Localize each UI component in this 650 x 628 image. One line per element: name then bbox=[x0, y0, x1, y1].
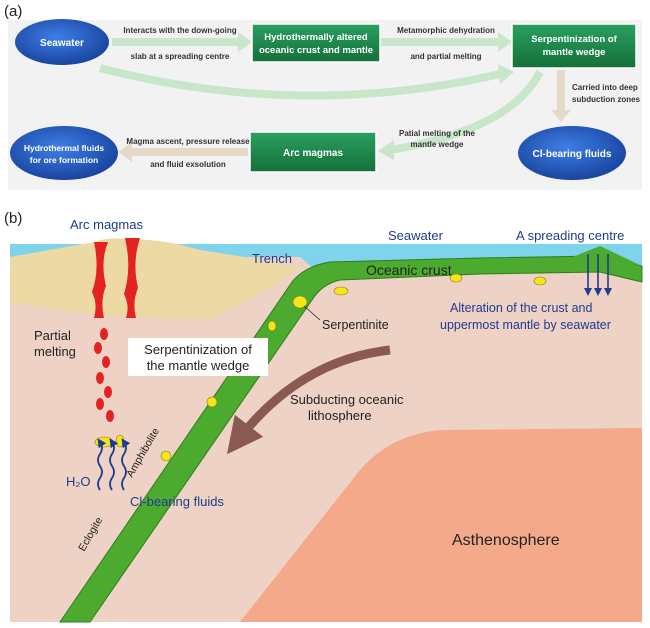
serpentinite-blob bbox=[533, 276, 547, 286]
serpentinite-blob bbox=[206, 396, 218, 408]
label-oceanic-crust: Oceanic crust bbox=[366, 262, 452, 278]
label-partial-melting-line2: melting bbox=[34, 344, 76, 359]
panel-a-label: (a) bbox=[4, 3, 22, 20]
node-arc-label: Arc magmas bbox=[283, 148, 343, 159]
label-cl-fluids: Cl-bearing fluids bbox=[130, 494, 224, 509]
label-partial-melting-line1: Partial bbox=[34, 328, 71, 343]
panel-b-label: (b) bbox=[4, 210, 22, 227]
edge1-line1: Interacts with the down-going bbox=[123, 26, 236, 35]
label-serp-wedge-line1: Serpentinization of bbox=[144, 342, 252, 357]
magma-droplet bbox=[100, 328, 108, 340]
label-h2o: H₂O bbox=[66, 474, 91, 489]
arrow-serp-to-fluids-head bbox=[551, 110, 571, 122]
serpentinite-blob bbox=[160, 450, 172, 462]
arrow-serp-to-arc bbox=[389, 70, 544, 154]
edge4-line2: mantle wedge bbox=[411, 140, 464, 149]
spreading-ridge bbox=[560, 246, 642, 266]
arrow-arc-to-ore-head bbox=[118, 142, 132, 162]
magma-conduit-1 bbox=[92, 242, 108, 318]
label-alteration-line2: uppermost mantle by seawater bbox=[440, 318, 611, 332]
arrow-serp-to-arc-head bbox=[378, 140, 394, 160]
subduction-direction-arrow bbox=[226, 345, 391, 455]
label-trench: Trench bbox=[252, 251, 292, 266]
cross-section bbox=[10, 238, 643, 623]
edge3-line2: subduction zones bbox=[572, 95, 641, 104]
asthenosphere-area bbox=[240, 428, 642, 622]
serp-wedge-label-box bbox=[128, 338, 268, 376]
panel-a-arrows bbox=[98, 32, 571, 162]
node-serp-line1: Serpentinization of bbox=[531, 34, 617, 45]
magma-droplet bbox=[102, 356, 110, 368]
node-altered-crust bbox=[251, 23, 381, 63]
serpentinite-blob bbox=[115, 434, 125, 448]
label-alteration-line1: Alteration of the crust and bbox=[450, 301, 592, 315]
node-ore-line2: for ore formation bbox=[30, 155, 98, 165]
magma-droplet bbox=[104, 386, 112, 398]
magma-conduit-2 bbox=[124, 238, 140, 318]
arrow-seawater-to-altered-head bbox=[238, 32, 252, 52]
node-ore-line1: Hydrothermal fluids bbox=[24, 143, 105, 153]
serpentinite-blob bbox=[333, 286, 349, 296]
node-serp-line2: mantle wedge bbox=[543, 47, 606, 58]
label-seawater: Seawater bbox=[388, 228, 444, 243]
magma-droplet bbox=[106, 410, 114, 422]
edge3-line1: Carried into deep bbox=[572, 83, 638, 92]
magma-droplet bbox=[94, 342, 102, 354]
fluid-arrow bbox=[109, 438, 119, 491]
node-seawater bbox=[15, 19, 109, 65]
edge2-line2: and partial melting bbox=[410, 52, 481, 61]
label-asthenosphere: Asthenosphere bbox=[452, 532, 560, 549]
arrow-serp-to-fluids bbox=[557, 70, 565, 112]
label-spreading-centre: A spreading centre bbox=[516, 228, 624, 243]
node-altered-line2: oceanic crust and mantle bbox=[259, 45, 373, 56]
label-subducting-line2: lithosphere bbox=[308, 408, 372, 423]
arrow-seawater-to-serp bbox=[98, 64, 501, 100]
arrow-seawater-to-altered bbox=[112, 38, 240, 46]
label-subducting-line1: Subducting oceanic bbox=[290, 392, 404, 407]
magma-droplet bbox=[96, 372, 104, 384]
serpentinite-blob bbox=[267, 320, 277, 332]
node-cl-fluids bbox=[518, 126, 626, 180]
label-serp-wedge-line2: the mantle wedge bbox=[147, 358, 250, 373]
edge5-line1: Magma ascent, pressure release bbox=[126, 137, 250, 146]
label-serpentinite: Serpentinite bbox=[322, 318, 389, 332]
serpentinite-blob bbox=[449, 273, 463, 283]
edge2-line1: Metamorphic dehydration bbox=[397, 26, 495, 35]
fluid-arrow bbox=[121, 438, 131, 491]
arrow-seawater-to-serp-head bbox=[498, 64, 514, 84]
edge1-line2: slab at a spreading centre bbox=[131, 52, 230, 61]
edge5-line2: and fluid exsolution bbox=[150, 160, 226, 169]
arc-body bbox=[10, 238, 300, 319]
node-ore-fluids bbox=[10, 126, 118, 180]
serpentinite-blob bbox=[94, 436, 114, 448]
node-seawater-label: Seawater bbox=[40, 38, 84, 49]
serpentinite-leader bbox=[303, 305, 321, 321]
arrow-arc-to-ore bbox=[130, 148, 248, 156]
node-fluids-label: Cl-bearing fluids bbox=[533, 149, 612, 160]
label-arc-magmas: Arc magmas bbox=[70, 217, 143, 232]
node-arc-magmas bbox=[249, 131, 377, 173]
magma-droplet bbox=[96, 398, 104, 410]
subducting-slab bbox=[59, 255, 643, 623]
arrow-altered-to-serp-head bbox=[498, 32, 512, 52]
node-serpentinization bbox=[511, 23, 637, 69]
serpentinite-blob bbox=[292, 295, 308, 309]
arrow-altered-to-serp bbox=[380, 38, 500, 46]
edge4-line1: Patial melting of the bbox=[399, 129, 476, 138]
node-altered-line1: Hydrothermally altered bbox=[264, 32, 368, 43]
fluid-arrow bbox=[97, 438, 107, 491]
